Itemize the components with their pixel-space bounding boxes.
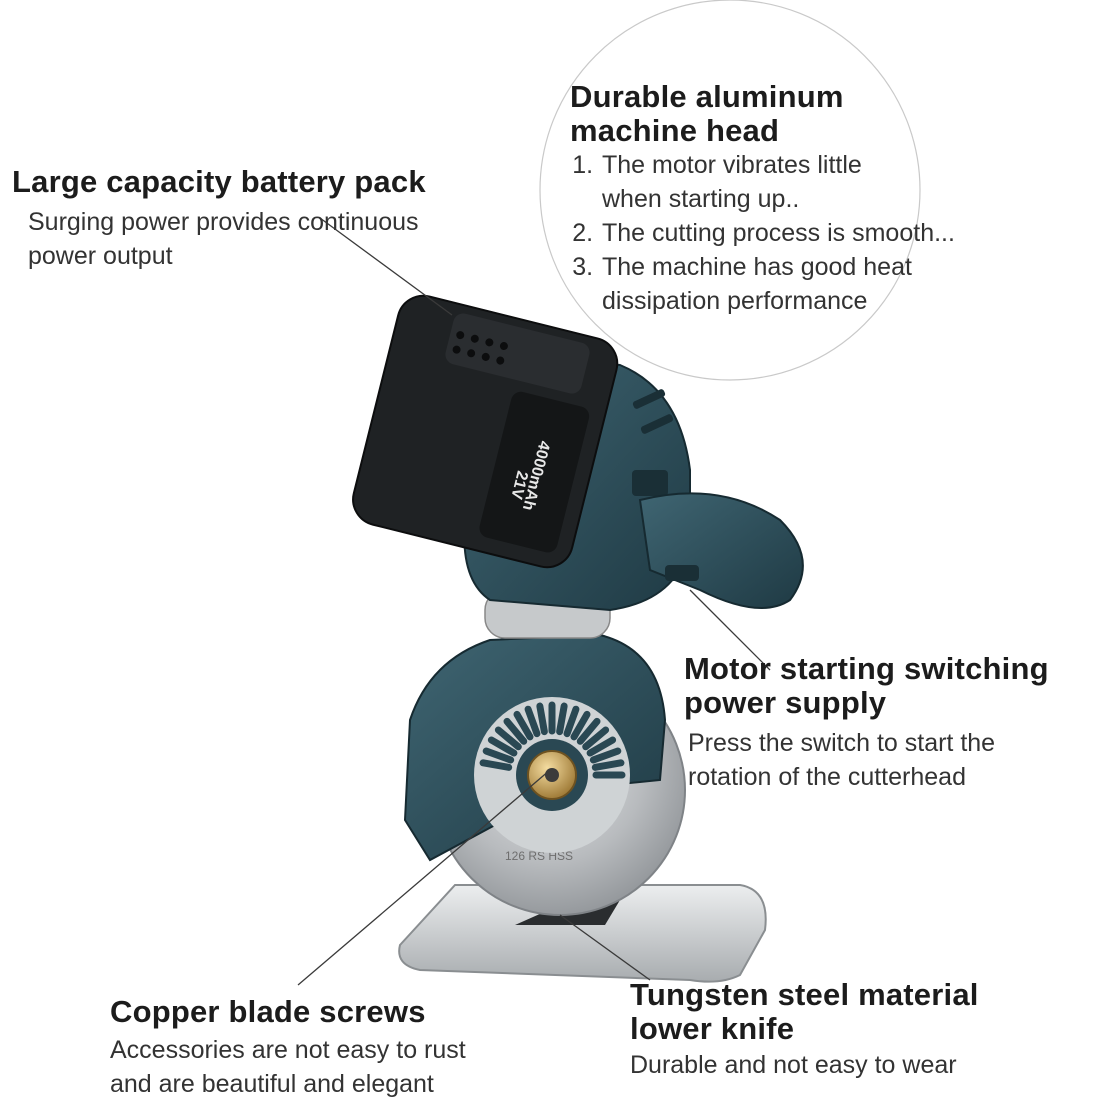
motor-title-line: Motor starting switching [684,651,1049,686]
battery-desc: Surging power provides continuous power … [28,205,482,273]
motor-vents [632,389,674,496]
fan-slot [482,747,515,764]
motor-title-line: power supply [684,685,887,720]
knife-title-line: lower knife [630,1011,795,1046]
motor-desc-line: Press the switch to start the [688,729,996,757]
head-title: Durable aluminum machine head [570,80,1030,148]
head-title-line: machine head [570,113,780,148]
head-feature-item: The machine has good heat dissipation pe… [600,250,942,318]
knife-title: Tungsten steel material lower knife [630,978,1070,1046]
callout-machine-head: Durable aluminum machine head The motor … [570,80,1030,318]
knife-desc-line: Durable and not easy to wear [630,1051,957,1079]
screws-desc: Accessories are not easy to rust and are… [110,1033,550,1100]
screws-title: Copper blade screws [110,994,426,1029]
motor-title: Motor starting switching power supply [684,652,1094,720]
battery-voltage: 21V [507,469,530,501]
fan-slot [479,759,513,771]
fan-slot [487,736,518,757]
head-feature-item: The cutting process is smooth... [600,216,1030,250]
motor-desc-line: rotation of the cutterhead [688,763,966,791]
fan-slot [570,710,591,741]
fan-slot [576,717,601,745]
screws-desc-line: Accessories are not easy to rust [110,1036,466,1064]
fan-slot [582,726,610,751]
base-plate [398,884,767,983]
motor-desc: Press the switch to start the rotation o… [688,726,1094,794]
battery-title: Large capacity battery pack [12,164,426,199]
screws-desc-line: and are beautiful and elegant [110,1070,434,1098]
fan-slot [563,705,580,738]
fan-slot [494,726,522,751]
battery-desc-line: Surging power provides continuous [28,208,419,236]
fan-slots [479,701,626,779]
fan-slot [513,710,534,741]
head-features-list: The motor vibrates little when starting … [570,148,1030,318]
handle [638,492,804,609]
battery-pack [352,294,619,569]
fan-slot [556,702,568,736]
highlight-circle [539,0,921,381]
battery-desc-line: power output [28,242,173,270]
callout-motor-switch: Motor starting switching power supply Pr… [684,652,1094,794]
head-feature-item: The motor vibrates little when starting … [600,148,902,216]
power-switch [665,565,699,581]
fan-slot [503,717,528,745]
fan-slot [591,759,625,771]
callout-battery: Large capacity battery pack Surging powe… [12,165,482,273]
knife-title-line: Tungsten steel material [630,977,979,1012]
knife-desc: Durable and not easy to wear [630,1048,1070,1082]
fan-slot [589,747,622,764]
pointer-lines [297,217,771,986]
head-title-line: Durable aluminum [570,79,844,114]
fan-slot [524,705,541,738]
fan-slot [586,736,617,757]
callout-lower-knife: Tungsten steel material lower knife Dura… [630,978,1070,1082]
fan-slot [536,702,548,736]
callout-copper-screws: Copper blade screws Accessories are not … [110,995,550,1100]
